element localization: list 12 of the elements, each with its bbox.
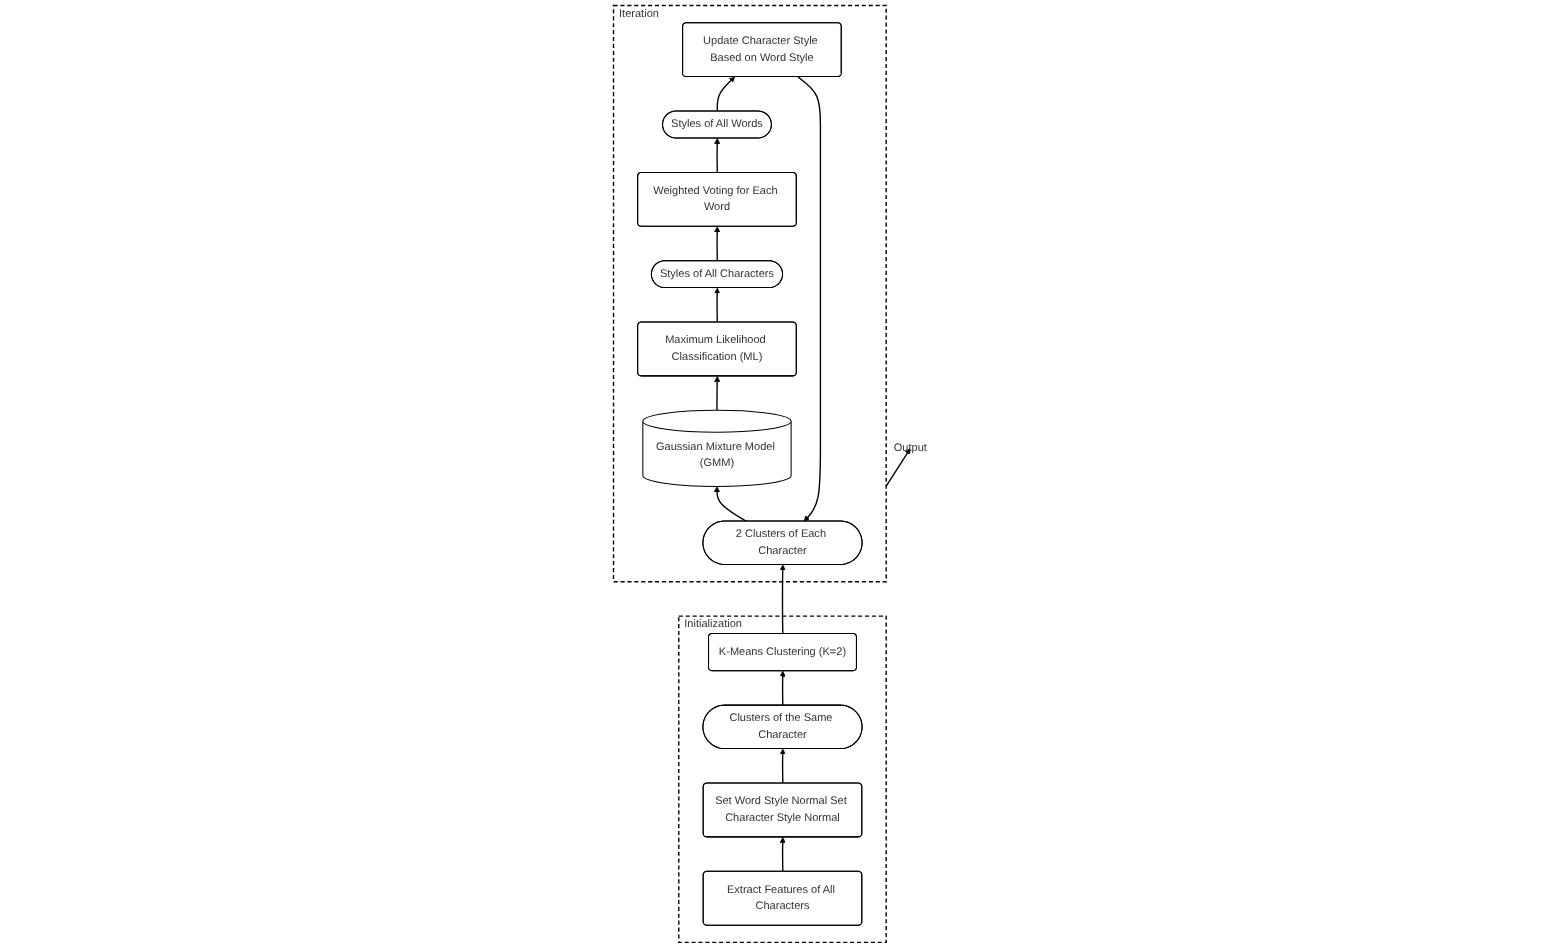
arrow: [717, 76, 736, 113]
arrow: [780, 748, 787, 785]
arrow: [714, 138, 721, 174]
arrow: [780, 670, 787, 707]
arrow: [714, 226, 721, 262]
arrow: [714, 486, 748, 523]
arrow: [780, 836, 787, 873]
arrow: [714, 287, 721, 324]
arrow: [714, 375, 721, 412]
arrow: [886, 448, 912, 487]
arrow: [798, 76, 822, 522]
arrow: [780, 564, 787, 635]
